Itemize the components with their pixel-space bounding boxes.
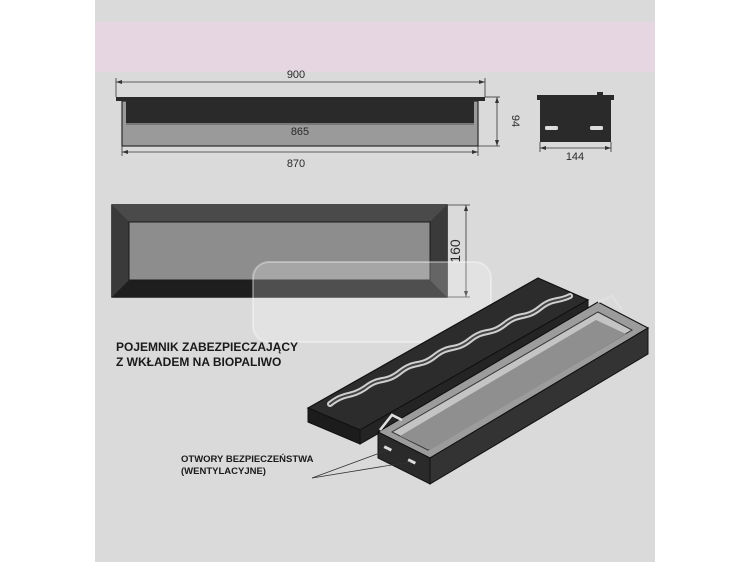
isometric-view bbox=[306, 277, 650, 485]
container-label-line1: POJEMNIK ZABEZPIECZAJĄCY bbox=[116, 340, 298, 354]
side-view: 144 bbox=[537, 92, 614, 163]
dim-160: 160 bbox=[447, 239, 463, 263]
vents-label-line2: (WENTYLACYJNE) bbox=[181, 466, 266, 477]
dim-900: 900 bbox=[287, 69, 305, 81]
header-band bbox=[95, 22, 655, 72]
vents-leader-2 bbox=[311, 461, 411, 479]
watermark-logo bbox=[252, 261, 492, 343]
vent-hole-2 bbox=[407, 458, 417, 465]
side-body bbox=[540, 100, 611, 142]
front-view: 900 865 870 94 bbox=[115, 69, 521, 170]
dim-144: 144 bbox=[566, 151, 584, 163]
vents-label-line1: OTWORY BEZPIECZEŃSTWA bbox=[181, 454, 314, 465]
container-callout: POJEMNIK ZABEZPIECZAJĄCY Z WKŁADEM NA BI… bbox=[116, 340, 298, 369]
vents-leader-1 bbox=[311, 449, 389, 479]
vent-hole-1 bbox=[383, 445, 393, 452]
container-label-line2: Z WKŁADEM NA BIOPALIWO bbox=[116, 355, 281, 369]
dim-870: 870 bbox=[287, 158, 305, 170]
vents-callout: OTWORY BEZPIECZEŃSTWA (WENTYLACYJNE) bbox=[181, 449, 411, 479]
dim-865: 865 bbox=[291, 126, 309, 138]
dim-94: 94 bbox=[509, 115, 521, 127]
top-view: 160 bbox=[111, 204, 470, 298]
